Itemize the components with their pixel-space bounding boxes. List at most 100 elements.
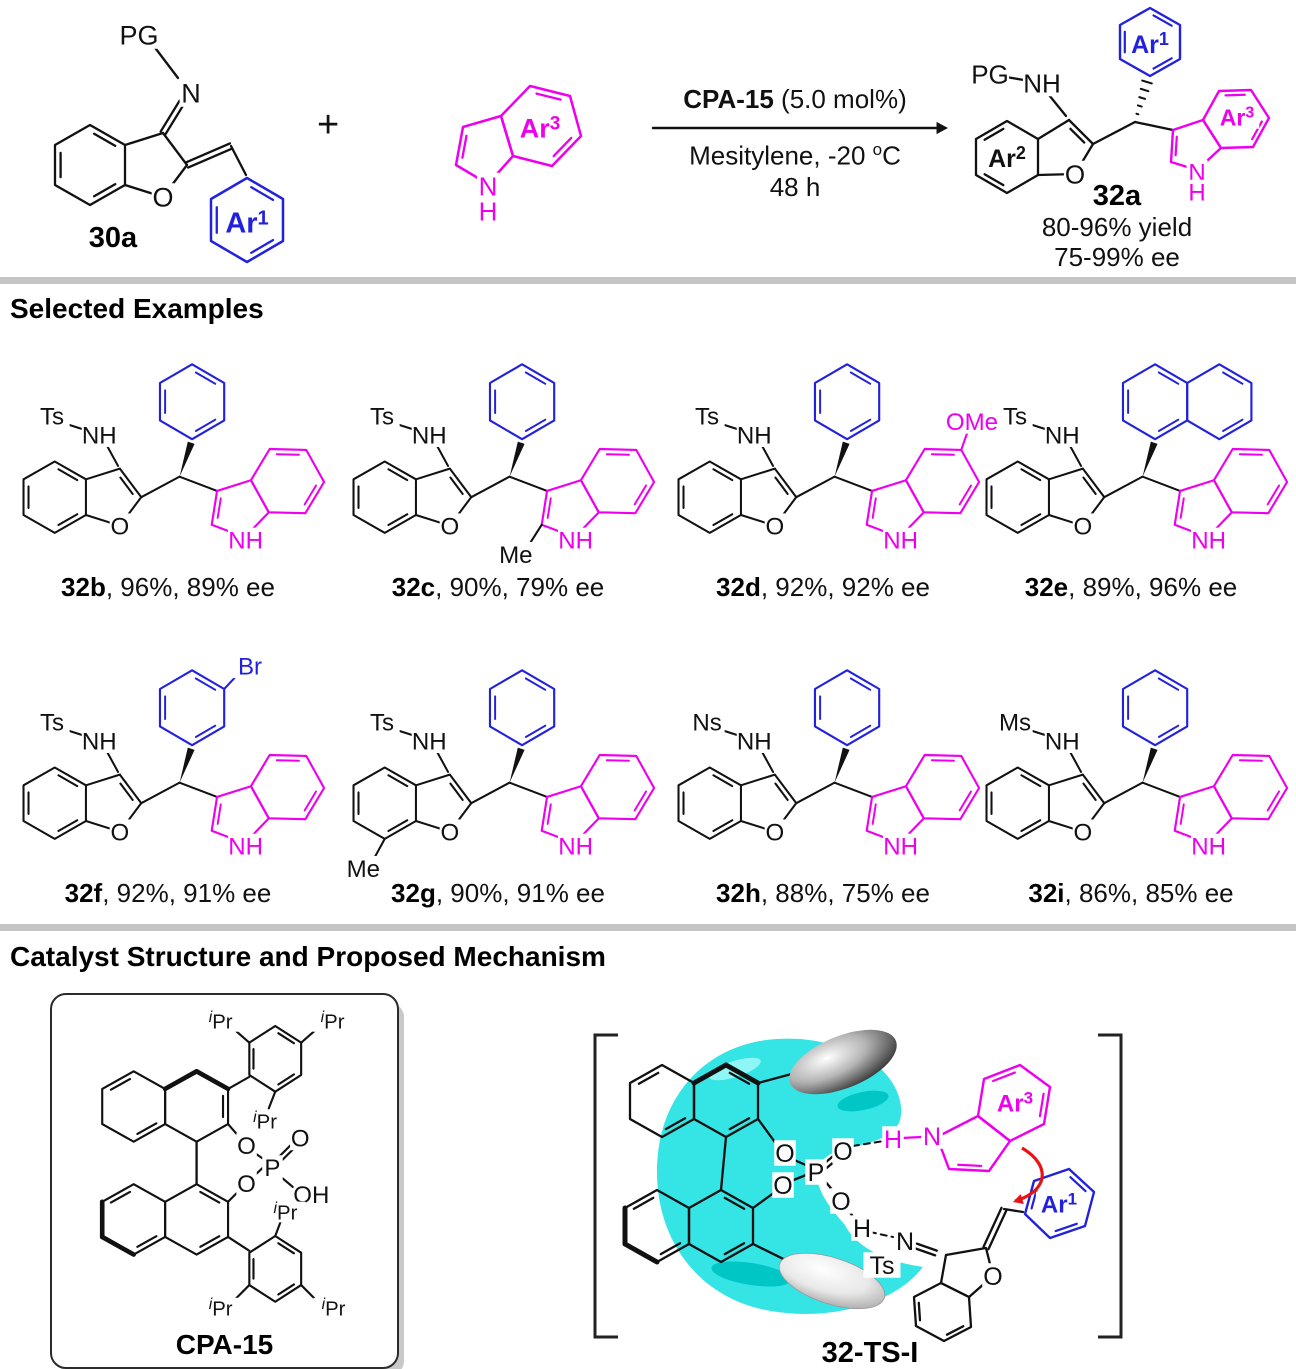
phosphorus-label: P: [808, 1159, 825, 1187]
example-label-32d: 32d, 92%, 92% ee: [716, 572, 930, 602]
hydrogen-label: H: [479, 196, 498, 226]
ar1-label: Ar1: [225, 207, 268, 239]
product-label: 32a: [1092, 180, 1142, 212]
oxygen-label: O: [110, 819, 129, 846]
oxygen-label: O: [831, 1188, 850, 1216]
catalyst-label: CPA-15: [175, 1329, 274, 1360]
example-label-32h: 32h, 88%, 75% ee: [716, 878, 930, 908]
nh-label: NH: [412, 728, 447, 755]
indole-nh-label: NH: [558, 528, 593, 555]
bracket-right: [1098, 1033, 1123, 1339]
indole-nh-label: NH: [228, 528, 263, 555]
ipr-label: iPr: [253, 1109, 277, 1133]
indole-nh-label: NH: [1191, 834, 1226, 861]
indole-5-substituent-label: OMe: [946, 409, 998, 436]
example-label-32b: 32b, 96%, 89% ee: [61, 572, 275, 602]
oxygen-label: O: [775, 1140, 794, 1168]
sulfonyl-label: Ts: [370, 404, 394, 431]
ar3-label: Ar3: [1220, 104, 1255, 130]
phosphorus-label: P: [264, 1155, 280, 1182]
ts-label: 32-TS-I: [821, 1337, 919, 1369]
examples-header: Selected Examples: [10, 293, 264, 324]
hydrogen-label: H: [1188, 180, 1205, 207]
nh-label: NH: [737, 422, 772, 449]
indole-nh-label: NH: [1191, 528, 1226, 555]
oxygen-label: O: [291, 1126, 310, 1153]
oxygen-label: O: [237, 1171, 256, 1198]
nitrogen-label: N: [181, 79, 201, 109]
bracket-left: [593, 1033, 618, 1339]
ar1-label: Ar1: [1131, 29, 1169, 59]
ipr-label: iPr: [209, 1009, 233, 1033]
oxygen-label: O: [1073, 513, 1092, 540]
oxygen-label: O: [833, 1138, 852, 1166]
pocket-shade: [837, 1090, 889, 1112]
reaction-conditions-catalyst: CPA-15 (5.0 mol%): [645, 84, 945, 115]
plus-sign: +: [317, 104, 340, 146]
indole-nh-label: NH: [883, 834, 918, 861]
divider-top: [0, 277, 1296, 284]
product-yield: 80-96% yield: [1041, 212, 1193, 242]
sulfonyl-label: Ts: [40, 404, 64, 431]
nitrogen-label: N: [923, 1123, 941, 1151]
mechanism-header: Catalyst Structure and Proposed Mechanis…: [10, 941, 606, 972]
sulfonyl-label: Ts: [1003, 404, 1027, 431]
indole-2-substituent-label: Me: [499, 542, 532, 569]
ipr-label: iPr: [322, 1296, 346, 1320]
ipr-label: iPr: [273, 1200, 297, 1224]
ar1-label: Ar1: [1041, 1190, 1077, 1219]
aryl-ellipse-dark: [789, 1029, 897, 1095]
catalyst-name: CPA-15: [683, 84, 774, 114]
nh-label: NH: [82, 728, 117, 755]
oxygen-label: O: [765, 819, 784, 846]
hydrogen-label: H: [853, 1215, 871, 1243]
oxygen-label: O: [110, 513, 129, 540]
oxygen-label: O: [1065, 159, 1085, 189]
indole-nh-label: NH: [558, 834, 593, 861]
nh-label: NH: [412, 422, 447, 449]
example-label-32f: 32f, 92%, 91% ee: [64, 878, 272, 908]
oxygen-label: O: [237, 1133, 256, 1160]
sulfonyl-label: Ns: [692, 710, 721, 737]
ar3-label: Ar3: [997, 1089, 1033, 1118]
reaction-conditions-solvent: Mesitylene, -20 oC: [689, 140, 901, 171]
oxygen-label: O: [152, 183, 173, 213]
attack-arrow: [1014, 1146, 1044, 1203]
ipr-label: iPr: [209, 1296, 233, 1320]
pg-label: PG: [971, 59, 1009, 89]
product-ee: 75-99% ee: [1054, 242, 1180, 272]
reaction-conditions-time: 48 h: [769, 172, 821, 202]
pg-label: PG: [119, 21, 158, 51]
benzofuran-substituent-label: Me: [347, 856, 380, 883]
ar2-label: Ar2: [988, 143, 1026, 173]
reactant-label: 30a: [88, 222, 138, 254]
ts-group-label: Ts: [870, 1252, 895, 1280]
aryl-ellipse-light: [778, 1252, 886, 1310]
catalyst-loading: (5.0 mol%): [773, 84, 907, 114]
nitrogen-label: N: [896, 1228, 914, 1256]
sulfonyl-label: Ts: [40, 710, 64, 737]
oxygen-label: O: [440, 513, 459, 540]
example-label-32i: 32i, 86%, 85% ee: [1028, 878, 1234, 908]
nitrogen-label: N: [479, 171, 498, 201]
sulfonyl-label: Ts: [370, 710, 394, 737]
